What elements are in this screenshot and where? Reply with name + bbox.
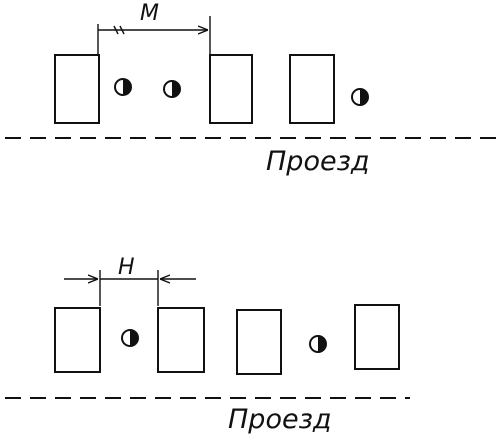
bottom-stall-3	[236, 309, 282, 375]
top-break-mark-icon	[113, 25, 125, 35]
bottom-stall-1	[54, 307, 101, 373]
bottom-diagram	[5, 270, 410, 399]
top-stall-1	[54, 54, 100, 124]
half-filled-circle-icon	[114, 78, 132, 96]
bottom-dimension-label: H	[118, 255, 135, 280]
bottom-stall-4	[354, 304, 400, 370]
half-filled-circle-icon	[309, 335, 327, 353]
half-filled-circle-icon	[121, 329, 139, 347]
bottom-stall-2	[157, 307, 205, 373]
top-diagram	[5, 16, 500, 139]
half-filled-circle-icon	[351, 88, 369, 106]
top-road-label: Проезд	[266, 146, 370, 177]
half-filled-circle-icon	[163, 80, 181, 98]
top-stall-3	[289, 54, 335, 124]
top-dimension-label: M	[140, 1, 159, 26]
bottom-road-label: Проезд	[228, 404, 332, 435]
top-stall-2	[209, 54, 253, 124]
